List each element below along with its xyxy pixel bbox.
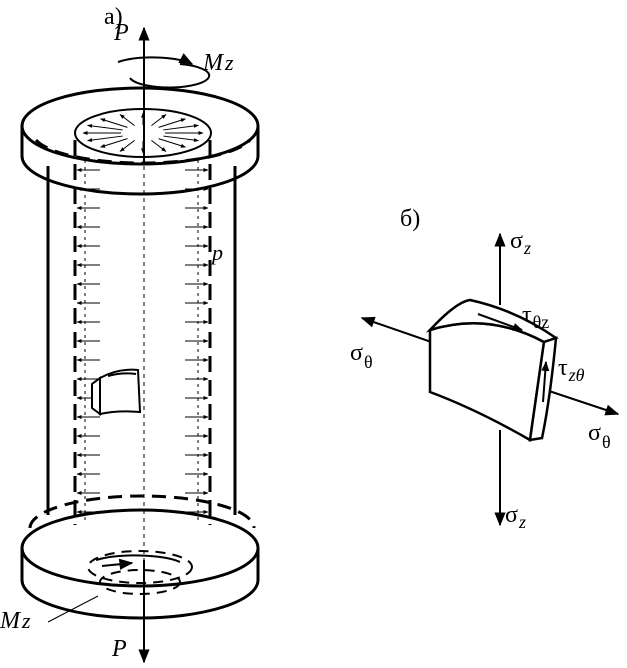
- radial-pressure-arrow: [163, 123, 199, 131]
- moment-bottom-leader: [47, 595, 99, 623]
- sigma-theta-left-arrow: [360, 316, 441, 346]
- radial-pressure-arrows: [82, 112, 204, 154]
- wall-element: [91, 368, 142, 416]
- radial-pressure-arrow: [87, 135, 123, 143]
- top-end-cap: [20, 86, 260, 196]
- moment-label-top: Mz: [202, 50, 234, 76]
- radial-pressure-arrow: [119, 114, 135, 127]
- radial-pressure-arrow: [100, 118, 128, 128]
- sigma-theta-right-label: σθ: [588, 420, 611, 452]
- pressure-label: p: [210, 240, 223, 265]
- sigma-z-top-label: σz: [510, 228, 531, 258]
- radial-pressure-arrow: [163, 135, 199, 143]
- cylinder-wall: [46, 140, 237, 525]
- radial-pressure-arrow: [158, 138, 186, 148]
- radial-pressure-arrow: [158, 118, 186, 128]
- stress-element: [360, 232, 620, 527]
- tau-theta-z-arrow: [477, 313, 523, 331]
- element-front-face: [428, 322, 546, 443]
- radial-pressure-arrow: [87, 123, 123, 131]
- tau-z-theta-label: τzθ: [558, 355, 585, 385]
- sigma-z-bottom-label: σz: [505, 502, 526, 532]
- tau-theta-z-label: τθz: [522, 302, 549, 332]
- radial-pressure-arrow: [151, 139, 167, 152]
- cylinder-specimen: [20, 26, 260, 664]
- panel-a-label: а): [104, 4, 123, 30]
- internal-pressure-arrows: [76, 168, 209, 514]
- force-label-top: P: [113, 20, 129, 46]
- radial-pressure-arrow: [151, 114, 167, 127]
- sigma-theta-left-label: σθ: [350, 340, 373, 372]
- force-label-bottom: P: [111, 636, 127, 662]
- radial-pressure-arrow: [119, 139, 135, 152]
- torque-top-arrow: [117, 53, 211, 89]
- sigma-theta-right-arrow: [545, 389, 620, 416]
- bottom-end-cap: [20, 494, 260, 620]
- radial-pressure-arrow: [100, 138, 128, 148]
- tau-z-theta-arrow: [541, 361, 550, 403]
- panel-b-label: б): [400, 206, 420, 232]
- moment-label-bottom: Mz: [0, 608, 31, 634]
- torque-bottom-arrow: [95, 554, 181, 570]
- element-top-face: [425, 298, 559, 344]
